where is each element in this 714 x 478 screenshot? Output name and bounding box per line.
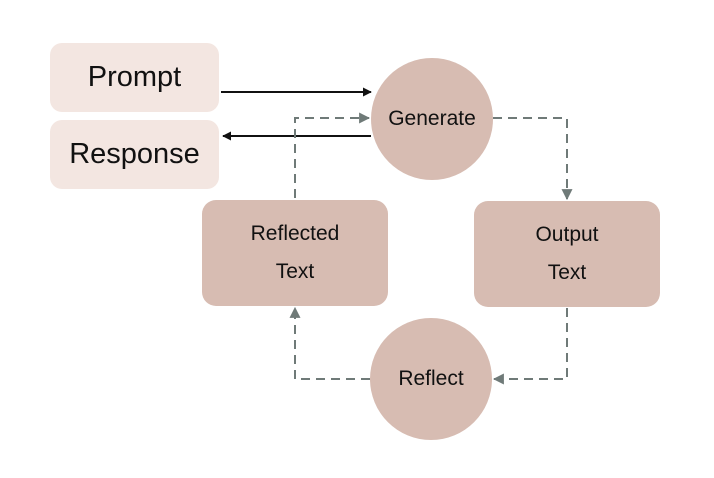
reflect-node: Reflect (370, 318, 492, 440)
reflect-label: Reflect (398, 367, 464, 390)
edge-reflect-to-reflected-text (289, 306, 370, 380)
prompt-label: Prompt (87, 61, 182, 93)
generate-node: Generate (371, 58, 493, 180)
reflected-text-line-1: Reflected (250, 222, 340, 245)
edge-generate-to-output-text (493, 117, 573, 201)
edge-reflected-text-to-generate (294, 112, 371, 198)
reflected-text-line-2: Text (275, 260, 315, 283)
edge-output-text-to-reflect (492, 308, 568, 385)
generate-label: Generate (388, 107, 476, 130)
output-text-line-1: Output (535, 223, 599, 246)
response-node: Response (50, 120, 219, 189)
prompt-node: Prompt (50, 43, 219, 112)
output-text-line-2: Text (547, 261, 587, 284)
response-label: Response (69, 138, 200, 170)
output-text-node: Output Text (474, 201, 660, 307)
reflected-text-node: Reflected Text (202, 200, 388, 306)
